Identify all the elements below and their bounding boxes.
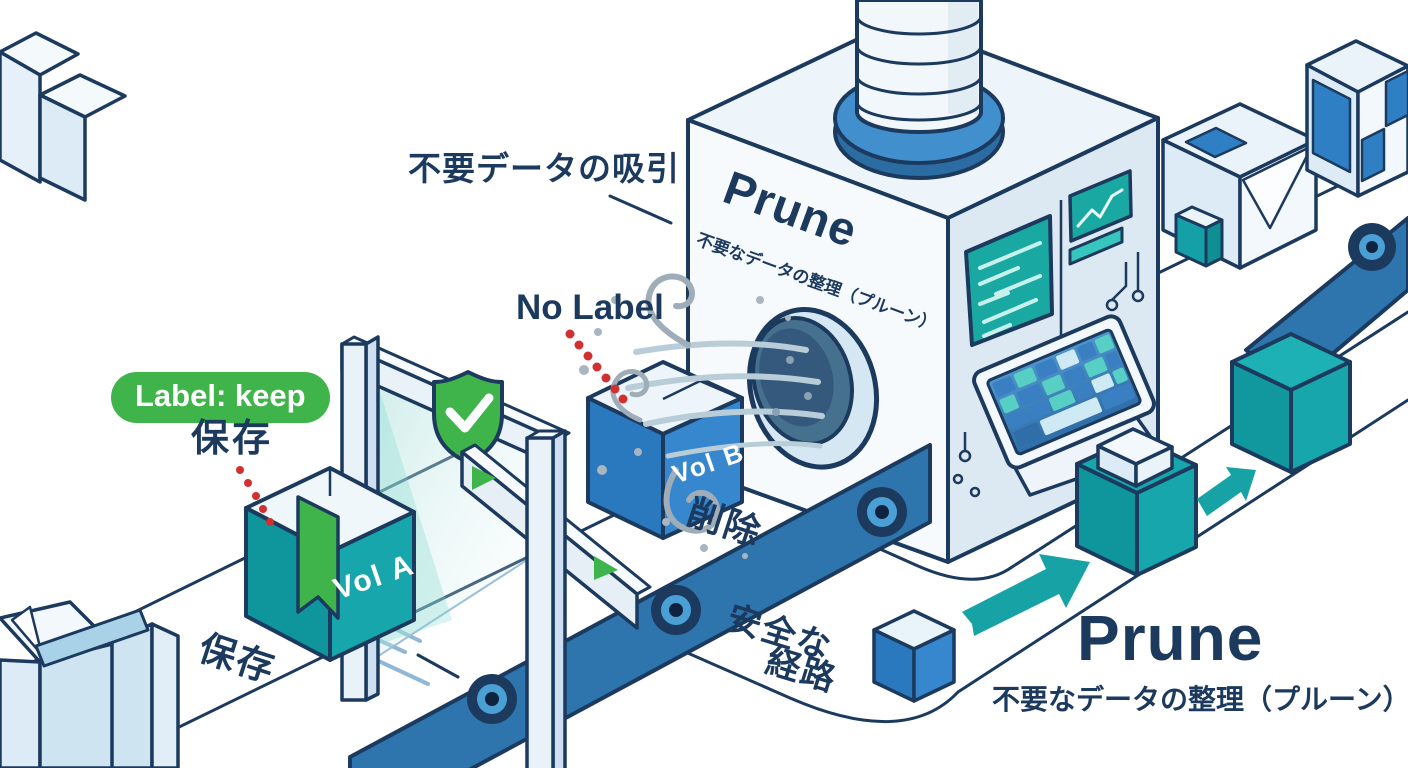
output-box-cap	[1096, 427, 1174, 488]
machine-graph-screen	[1068, 169, 1133, 243]
prune-machine	[686, 0, 1162, 564]
callout-leader-line	[608, 194, 673, 225]
suction-callout-label: 不要データの吸引	[408, 150, 680, 187]
status-bar	[1068, 226, 1124, 266]
machine-screen	[964, 214, 1054, 347]
bookmark-icon	[296, 495, 340, 620]
no-label-callout: No Label	[516, 288, 664, 327]
conveyor-rollers	[467, 487, 907, 724]
red-dotted-line-keep	[236, 466, 274, 526]
vol-b-box	[586, 360, 744, 540]
data-cube-teal-large	[1230, 332, 1352, 474]
gate-post-right	[525, 429, 567, 768]
red-dotted-line-nolabel	[565, 329, 628, 404]
rail-arrow-marker	[472, 466, 496, 490]
vol-a-box	[244, 466, 416, 662]
keep-jp-label: 保存	[191, 418, 274, 460]
safe-route-objects	[872, 332, 1352, 703]
caption-subtitle: 不要なデータの整理（プルーン）	[992, 684, 1408, 715]
dust-dots	[579, 296, 812, 559]
flow-arrow	[962, 554, 1090, 636]
package-boxes-top-right	[1161, 39, 1408, 270]
circuit-traces	[952, 252, 1145, 498]
keyboard-keys	[992, 334, 1136, 447]
suction-swirls	[579, 273, 825, 559]
cardboard-boxes-top-left	[0, 31, 127, 202]
safe-lane-outer-edge	[638, 398, 1408, 723]
rail-arrow-marker	[594, 556, 618, 580]
checkmark-icon	[445, 393, 494, 433]
output-box-teal	[1075, 427, 1198, 577]
conveyor-belt	[348, 443, 932, 768]
box-lid	[34, 608, 150, 668]
data-cube-blue	[872, 609, 956, 703]
machine-chimney	[855, 0, 983, 134]
machine-keyboard	[972, 314, 1156, 470]
flow-arrow-small	[1197, 467, 1256, 516]
floor-tick	[416, 653, 460, 679]
caption-title: Prune	[1077, 602, 1264, 674]
label-keep-badge: Label: keep	[111, 372, 330, 423]
storage-boxes-bottom-left	[0, 600, 180, 768]
graph-line	[1076, 188, 1124, 228]
safe-lane-inner-edge	[851, 310, 1408, 581]
